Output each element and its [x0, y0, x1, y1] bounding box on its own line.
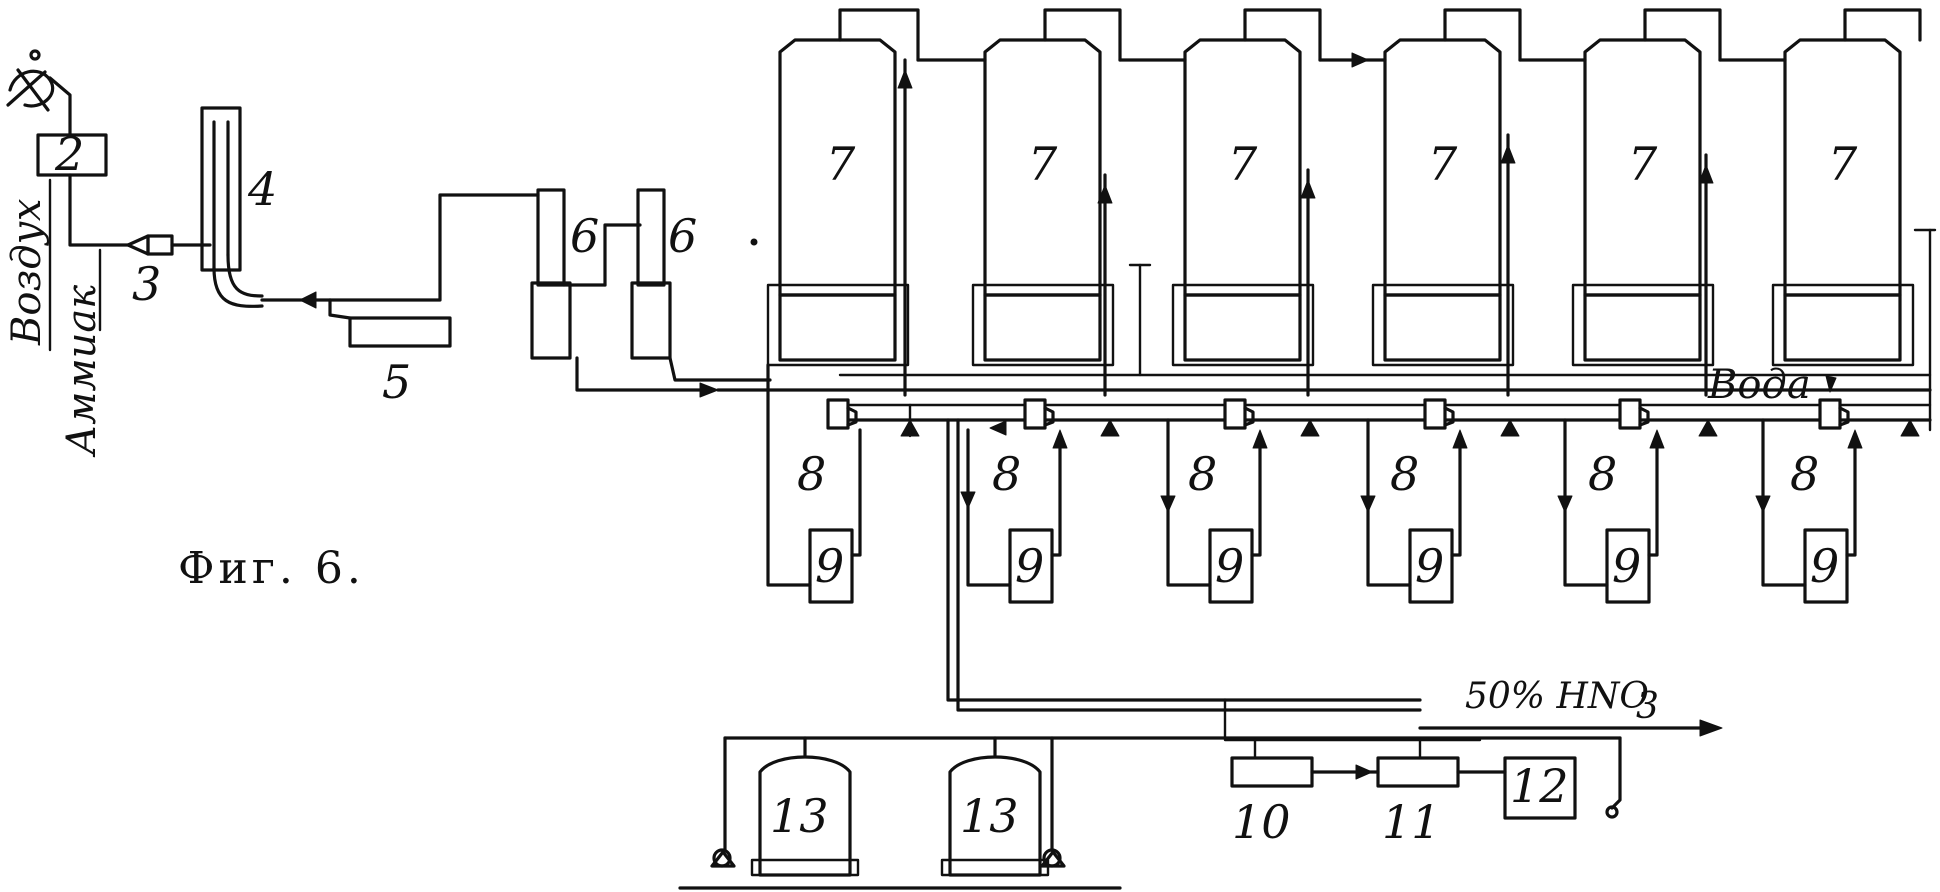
air-to-mixer-line	[68, 173, 130, 247]
unit-7-label-5: 7	[1628, 137, 1658, 191]
unit-5-label: 5	[382, 355, 411, 409]
air-label: Воздух	[4, 199, 50, 346]
line-5-bottom	[328, 298, 352, 320]
unit-10-label: 10	[1232, 795, 1291, 849]
absorption-tower-5	[1571, 8, 1722, 367]
absorption-tower-6	[1771, 8, 1922, 367]
pump-tank-1	[766, 363, 920, 604]
figure-caption: Фиг. 6.	[178, 543, 365, 594]
unit-8-label-3: 8	[1188, 447, 1217, 501]
unit-9-label-1: 9	[815, 539, 844, 593]
unit-6a-label: 6	[570, 209, 599, 263]
arrow-4-to-5	[299, 291, 317, 309]
product-arrow	[1699, 719, 1723, 737]
absorption-tower-2	[971, 8, 1122, 367]
unit-9-label-5: 9	[1612, 539, 1641, 593]
unit-2-box	[36, 133, 108, 177]
unit-7-label-6: 7	[1828, 137, 1858, 191]
line-6-to-header	[575, 356, 704, 392]
header-pipes	[716, 228, 1937, 432]
product-acid-label: 50% HNO	[1465, 676, 1649, 717]
pump-tank-3	[1160, 398, 1320, 604]
tower-group	[766, 8, 1922, 367]
inter-tower-gas-lines	[897, 52, 1787, 397]
unit-8-label-5: 8	[1588, 447, 1617, 501]
unit-11-label: 11	[1382, 795, 1441, 849]
arrow-to-header	[699, 382, 719, 398]
unit-12-label: 12	[1510, 759, 1569, 813]
line-6-to-6	[603, 223, 642, 287]
water-label: Вода	[1707, 362, 1811, 408]
unit-7-label-2: 7	[1028, 137, 1058, 191]
unit-7-label-4: 7	[1428, 137, 1458, 191]
unit-6b-label: 6	[668, 209, 697, 263]
absorption-tower-3	[1171, 8, 1322, 367]
unit-13-label-1: 13	[770, 789, 829, 843]
cooler-6a	[530, 188, 572, 360]
unit-8-label-2: 8	[992, 447, 1021, 501]
unit-9-label-2: 9	[1015, 539, 1044, 593]
unit-8-label-1: 8	[797, 447, 826, 501]
cooler-6b	[630, 188, 672, 360]
unit-8-label-6: 8	[1790, 447, 1819, 501]
unit-2-label: 2	[54, 127, 84, 181]
pump-tank-5	[1557, 398, 1718, 604]
unit-13-label-2: 13	[960, 789, 1019, 843]
unit-7-label-3: 7	[1228, 137, 1258, 191]
product-acid-subscript: 3	[1636, 686, 1659, 727]
heater-4	[200, 106, 264, 308]
dot-mark	[750, 238, 758, 246]
unit-4-label: 4	[247, 162, 277, 216]
pump-tank-6	[1755, 375, 1920, 604]
unit-8-label-4: 8	[1390, 447, 1419, 501]
unit-3-label: 3	[132, 257, 161, 311]
line-5-loop	[328, 193, 540, 302]
storage-tanks-13	[678, 736, 1122, 890]
air-line	[48, 76, 72, 137]
acid-collection-lines	[723, 418, 1723, 819]
pump-tank-2	[960, 398, 1120, 604]
unit-9-label-6: 9	[1810, 539, 1839, 593]
line-6b-to-tower	[668, 356, 772, 382]
unit-9-label-4: 9	[1415, 539, 1444, 593]
absorption-tower-1	[766, 8, 920, 367]
pump-tank-units	[766, 363, 1920, 604]
pump-tank-4	[1360, 398, 1520, 604]
unit-9-label-3: 9	[1215, 539, 1244, 593]
mixer-3	[126, 234, 212, 256]
converter-5	[348, 316, 452, 348]
unit-7-label-1: 7	[826, 137, 856, 191]
air-intake-symbol	[6, 49, 55, 112]
absorption-tower-4	[1371, 8, 1522, 367]
ammonia-label: Аммиак	[59, 285, 105, 458]
receivers-10-11-12	[1230, 738, 1577, 820]
